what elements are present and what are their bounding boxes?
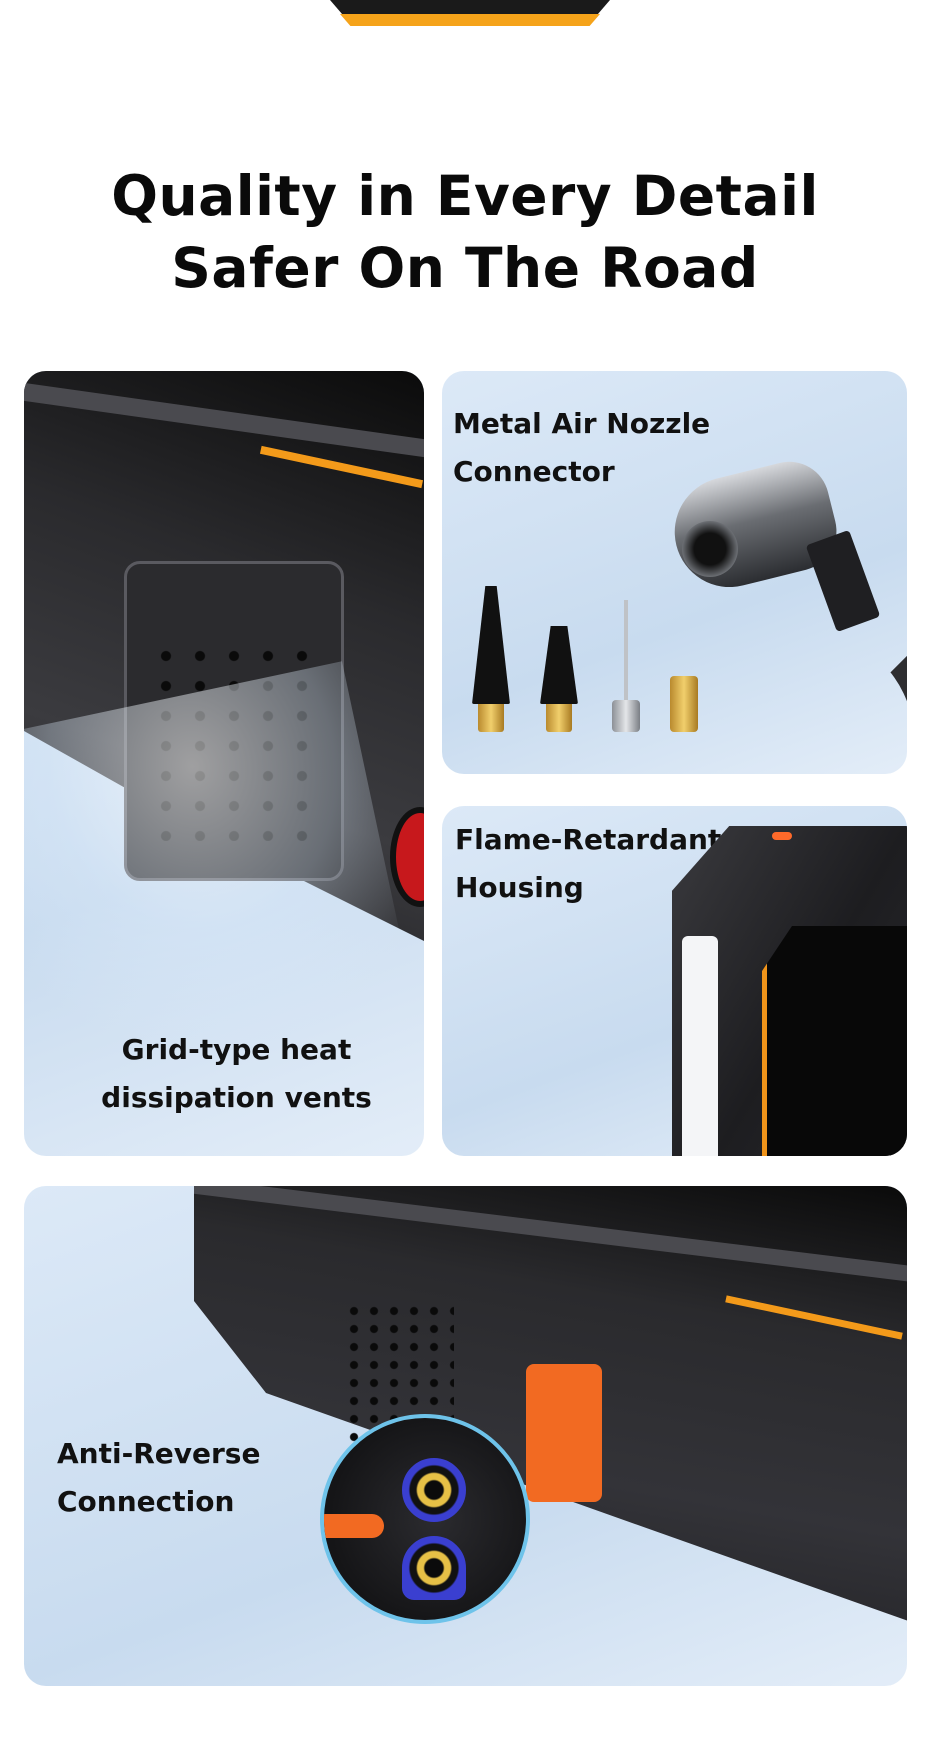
chuck-opening	[682, 521, 738, 577]
feature-card-housing: Flame-Retardant Housing	[442, 806, 907, 1156]
housing-label-line-1: Flame-Retardant	[455, 823, 722, 856]
orange-cable-pin	[324, 1514, 384, 1538]
connector-zoom-circle	[320, 1414, 530, 1624]
reverse-label-line-2: Connection	[57, 1485, 235, 1518]
long-cone-adapter-icon	[472, 586, 510, 732]
vents-label: Grid-type heat dissipation vents	[74, 1026, 399, 1122]
nozzle-label-line-2: Connector	[453, 455, 615, 488]
housing-light-strip	[682, 936, 718, 1156]
feature-card-vents: Grid-type heat dissipation vents	[24, 371, 424, 1156]
feature-card-anti-reverse: Anti-Reverse Connection	[24, 1186, 907, 1686]
headline-line-2: Safer On The Road	[171, 236, 759, 300]
vents-label-line-2: dissipation vents	[101, 1081, 372, 1114]
needle-adapter-icon	[612, 600, 640, 732]
reverse-label-line-1: Anti-Reverse	[57, 1437, 261, 1470]
housing-indicator-light	[772, 832, 792, 840]
feature-card-nozzle: Metal Air Nozzle Connector	[442, 371, 907, 774]
d-shaped-connector-icon	[402, 1536, 466, 1600]
nozzle-label: Metal Air Nozzle Connector	[453, 400, 733, 496]
braided-hose	[742, 621, 907, 774]
chuck-lever	[805, 529, 881, 633]
reverse-label: Anti-Reverse Connection	[57, 1430, 317, 1526]
valve-adapter-icon	[670, 676, 698, 732]
vents-label-line-1: Grid-type heat	[121, 1033, 352, 1066]
headline-line-1: Quality in Every Detail	[111, 164, 819, 228]
round-connector-icon	[402, 1458, 466, 1522]
top-tab-orange-stripe	[340, 14, 600, 26]
housing-label-line-2: Housing	[455, 871, 584, 904]
short-cone-adapter-icon	[540, 626, 578, 732]
housing-display-screen	[762, 926, 907, 1156]
page-headline: Quality in Every Detail Safer On The Roa…	[0, 160, 930, 304]
orange-port-cover	[526, 1364, 602, 1502]
housing-label: Flame-Retardant Housing	[455, 816, 755, 912]
nozzle-label-line-1: Metal Air Nozzle	[453, 407, 711, 440]
